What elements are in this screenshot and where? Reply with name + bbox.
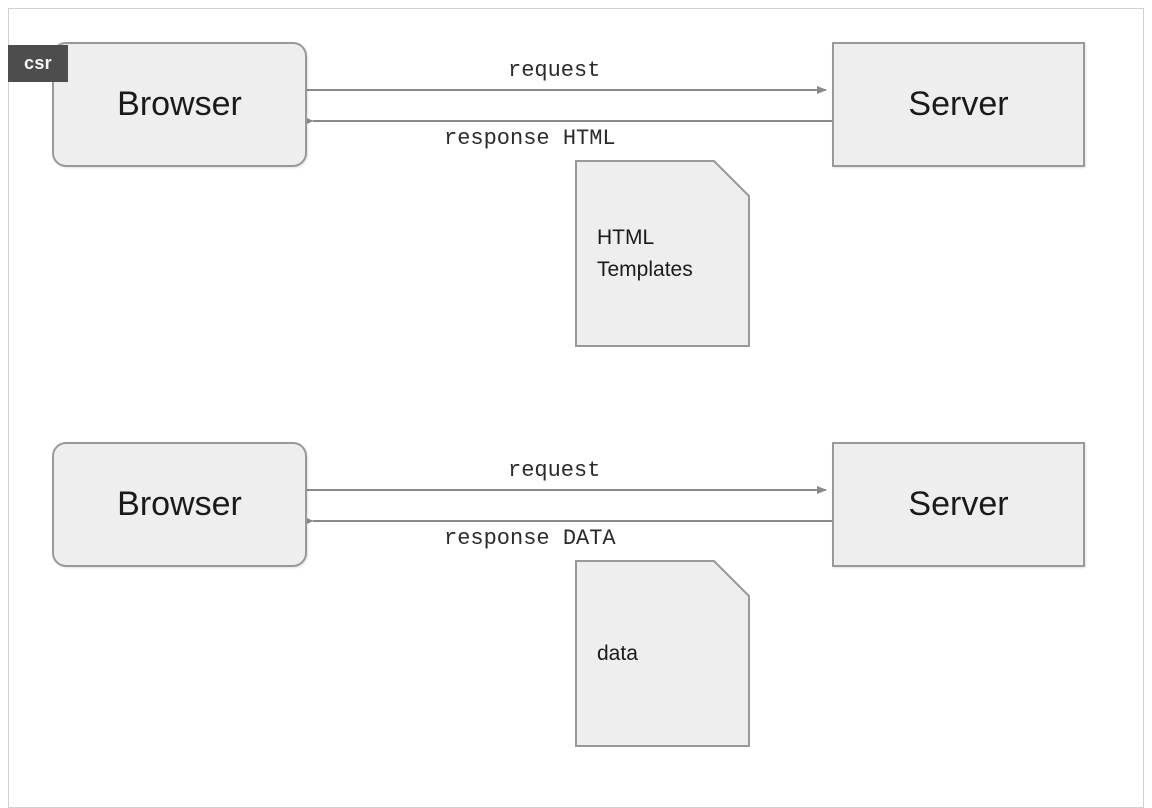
connector-layer-csr	[304, 86, 832, 125]
edge-label-request: request	[508, 458, 601, 483]
tab-csr-label: csr	[24, 53, 52, 73]
node-browser-label: Browser	[117, 485, 242, 523]
node-server[interactable]: Server	[832, 42, 1085, 167]
document-label: data	[597, 641, 638, 665]
node-browser[interactable]: Browser	[52, 42, 307, 167]
document-shape-icon	[575, 160, 750, 347]
edge-label-request: request	[508, 58, 601, 83]
node-browser[interactable]: Browser	[52, 442, 307, 567]
document-label: HTML Templates	[597, 226, 693, 281]
edge-label-response: response HTML	[444, 126, 616, 151]
edge-label-response: response DATA	[444, 526, 616, 551]
document-html-templates[interactable]: HTML Templates	[575, 160, 750, 347]
connector-layer-data	[304, 486, 832, 525]
node-server[interactable]: Server	[832, 442, 1085, 567]
node-server-label: Server	[908, 85, 1009, 123]
tab-csr[interactable]: csr	[8, 45, 68, 82]
document-data[interactable]: data	[575, 560, 750, 747]
node-browser-label: Browser	[117, 85, 242, 123]
document-shape-icon	[575, 560, 750, 747]
node-server-label: Server	[908, 485, 1009, 523]
